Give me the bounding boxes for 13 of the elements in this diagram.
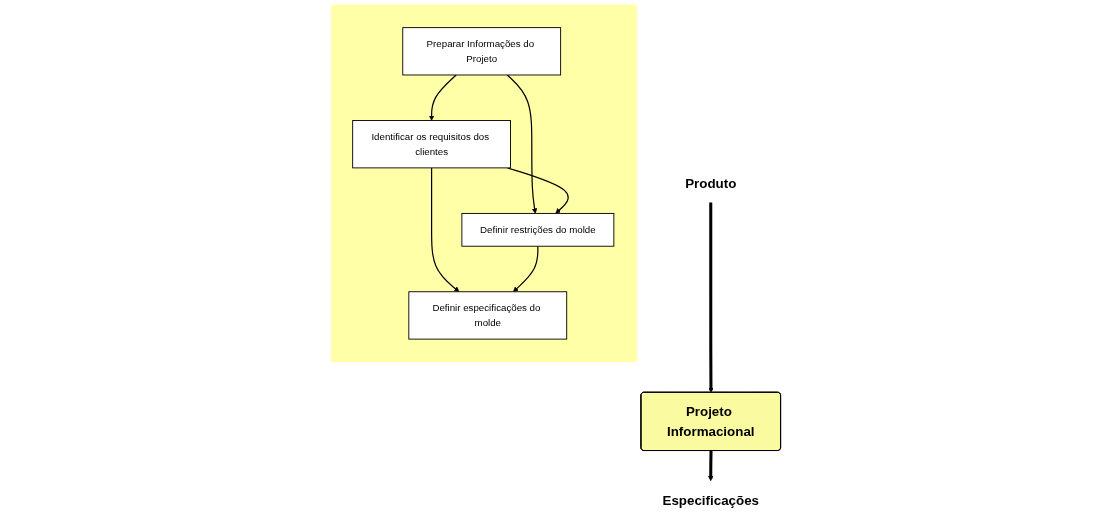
node-text: Especificações [662,492,760,508]
arrow [708,450,714,482]
arrow [708,202,714,393]
node-box: Definir restrições do molde [461,212,615,247]
node-box: Preparar Informações do Projeto [402,27,562,76]
arrow [506,74,538,214]
arrow [428,74,457,121]
arrow [431,167,460,292]
node-text: Produto [685,175,737,191]
node-box: Identificar os requisitos dos clientes [352,120,511,169]
node-box: Definir especificações do molde [408,291,568,340]
arrow [513,245,539,292]
cluster [331,4,637,363]
